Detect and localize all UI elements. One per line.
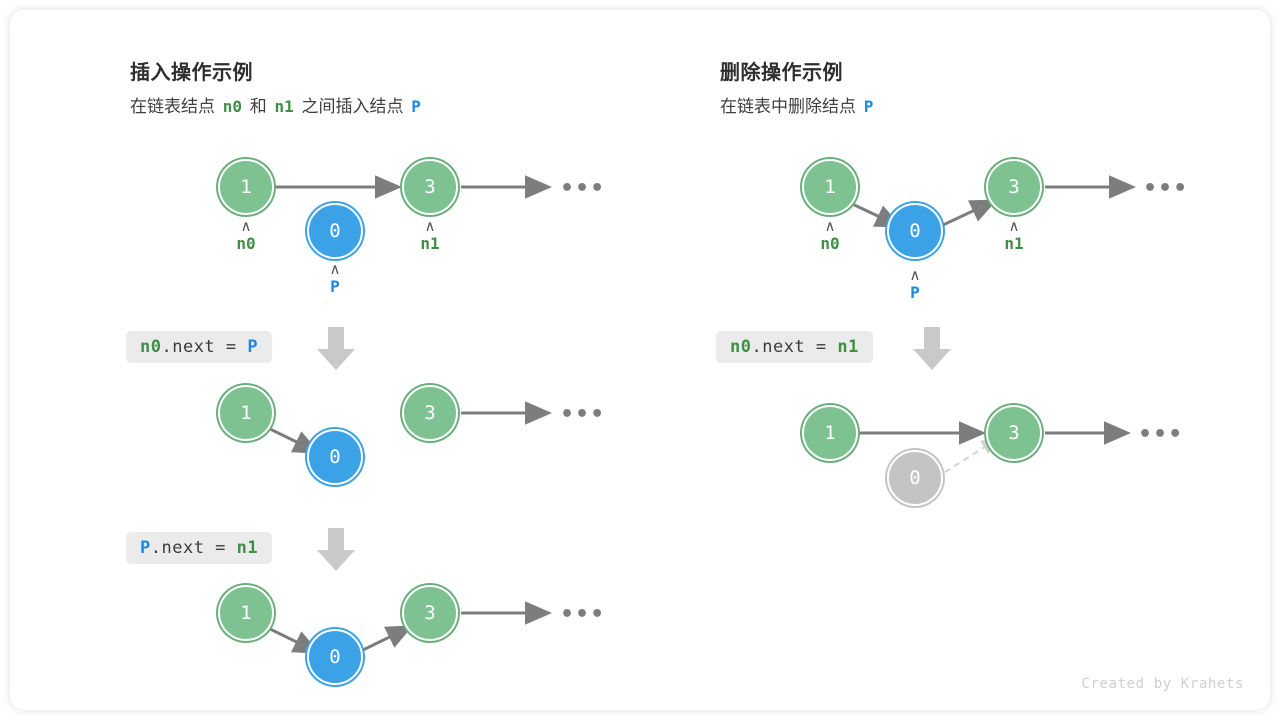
caret-icon: ∧ bbox=[909, 266, 921, 284]
node-3-insert-row1: 3 bbox=[402, 159, 458, 215]
node-1-delete-row2: 1 bbox=[802, 405, 858, 461]
panel-insert-operation: 插入操作示例 在链表结点 n0 和 n1 之间插入结点 P bbox=[10, 10, 640, 710]
insert-subtitle-p: P bbox=[411, 97, 421, 116]
pointer-label-p: P bbox=[910, 283, 920, 302]
pointer-label-p: P bbox=[330, 277, 340, 296]
down-arrow-icon-insert-step2 bbox=[317, 528, 355, 571]
node-3-insert-row3: 3 bbox=[402, 585, 458, 641]
code-middle-2: .next = bbox=[150, 538, 237, 558]
footer-credit: Created by Krahets bbox=[1081, 676, 1244, 692]
node-3-insert-row2: 3 bbox=[402, 385, 458, 441]
caret-icon: ∧ bbox=[1008, 217, 1020, 235]
caret-icon: ∧ bbox=[329, 260, 341, 278]
node-0-insert-row2: 0 bbox=[307, 429, 363, 485]
pointer-p-insert: ∧ P bbox=[305, 260, 365, 298]
node-1-insert-row2: 1 bbox=[218, 385, 274, 441]
code-value-3: n1 bbox=[837, 337, 859, 357]
pointer-n0-insert: ∧ n0 bbox=[216, 217, 276, 255]
insert-subtitle-text-1: 在链表结点 bbox=[130, 97, 215, 116]
ellipsis-insert-row1: ••• bbox=[560, 176, 606, 201]
node-0-insert-row3: 0 bbox=[307, 629, 363, 685]
node-1-insert-row3: 1 bbox=[218, 585, 274, 641]
code-target-1: n0 bbox=[140, 337, 162, 357]
node-1-delete-row1: 1 bbox=[802, 159, 858, 215]
pointer-label-n1: n1 bbox=[420, 234, 440, 253]
ellipsis-delete-row1: ••• bbox=[1143, 176, 1189, 201]
pointer-label-n0: n0 bbox=[820, 234, 840, 253]
panel-delete-operation: 删除操作示例 在链表中删除结点 P bbox=[600, 10, 1270, 710]
node-0-insert-row1: 0 bbox=[307, 203, 363, 259]
delete-subtitle-text-1: 在链表中删除结点 bbox=[720, 97, 856, 116]
pointer-p-delete: ∧ P bbox=[885, 266, 945, 304]
code-chip-delete-step1: n0.next = n1 bbox=[716, 331, 873, 363]
insert-subtitle-n0: n0 bbox=[222, 97, 242, 116]
down-arrow-icon-delete-step1 bbox=[913, 327, 951, 370]
delete-subtitle-p: P bbox=[863, 97, 874, 116]
pointer-n1-insert: ∧ n1 bbox=[400, 217, 460, 255]
ellipsis-delete-row2: ••• bbox=[1138, 422, 1184, 447]
insert-panel-title: 插入操作示例 bbox=[130, 62, 253, 84]
code-chip-insert-step1: n0.next = P bbox=[126, 331, 273, 363]
node-1-insert-row1: 1 bbox=[218, 159, 274, 215]
ellipsis-insert-row2: ••• bbox=[560, 402, 606, 427]
caret-icon: ∧ bbox=[240, 217, 252, 235]
delete-panel-title: 删除操作示例 bbox=[720, 62, 843, 84]
code-middle-1: .next = bbox=[161, 337, 248, 357]
code-value-1: P bbox=[247, 337, 259, 357]
caret-icon: ∧ bbox=[424, 217, 436, 235]
node-3-delete-row1: 3 bbox=[986, 159, 1042, 215]
pointer-n0-delete: ∧ n0 bbox=[800, 217, 860, 255]
code-target-2: P bbox=[140, 538, 151, 558]
insert-subtitle-n1: n1 bbox=[274, 97, 294, 116]
delete-panel-subtitle: 在链表中删除结点 P bbox=[720, 92, 876, 117]
node-0-deleted: 0 bbox=[887, 450, 943, 506]
insert-subtitle-text-3: 之间插入结点 bbox=[301, 97, 404, 116]
down-arrow-icon-insert-step1 bbox=[317, 327, 355, 370]
node-3-delete-row2: 3 bbox=[986, 405, 1042, 461]
pointer-label-n0: n0 bbox=[236, 234, 256, 253]
ellipsis-insert-row3: ••• bbox=[560, 602, 606, 627]
caret-icon: ∧ bbox=[824, 217, 836, 235]
node-0-delete-row1: 0 bbox=[887, 203, 943, 259]
pointer-n1-delete: ∧ n1 bbox=[984, 217, 1044, 255]
code-middle-3: .next = bbox=[751, 337, 838, 357]
insert-subtitle-text-2: 和 bbox=[249, 97, 267, 116]
pointer-label-n1: n1 bbox=[1004, 234, 1024, 253]
insert-panel-subtitle: 在链表结点 n0 和 n1 之间插入结点 P bbox=[130, 92, 424, 117]
code-target-3: n0 bbox=[730, 337, 752, 357]
diagram-card: 插入操作示例 在链表结点 n0 和 n1 之间插入结点 P bbox=[10, 10, 1270, 710]
code-chip-insert-step2: P.next = n1 bbox=[126, 532, 273, 564]
code-value-2: n1 bbox=[236, 538, 259, 558]
